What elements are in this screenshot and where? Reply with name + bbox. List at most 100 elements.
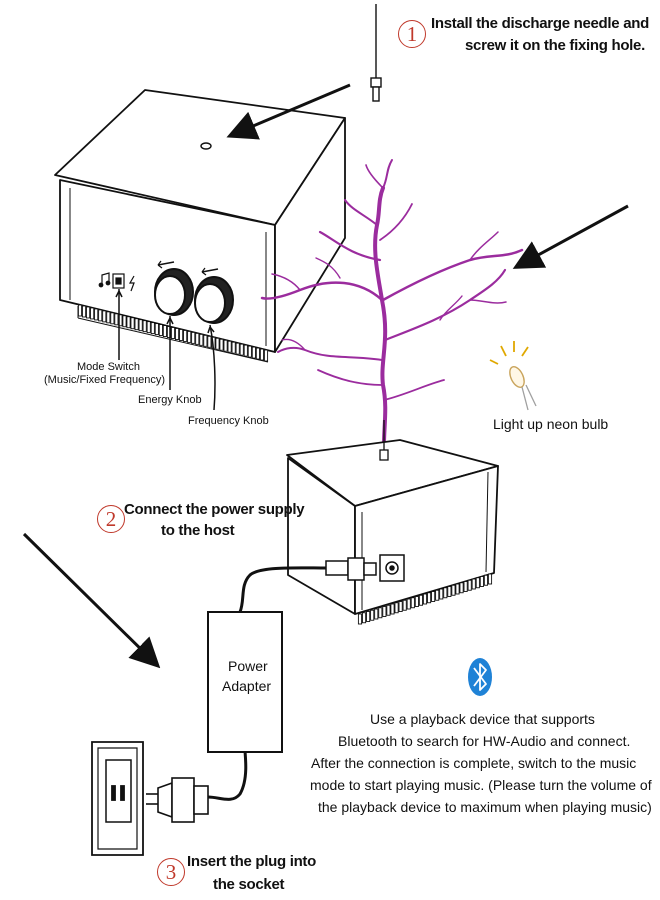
vent-tooth bbox=[231, 341, 236, 354]
vent-tooth bbox=[114, 313, 119, 326]
bluetooth-text-line-2: Bluetooth to search for HW-Audio and con… bbox=[338, 733, 631, 749]
vent-tooth bbox=[251, 346, 256, 359]
neon-bulb-label: Light up neon bulb bbox=[493, 416, 609, 432]
step-3-line-1: Insert the plug into bbox=[187, 853, 316, 870]
vent-tooth bbox=[247, 345, 252, 358]
vent-tooth bbox=[239, 343, 244, 356]
dc-plug bbox=[325, 557, 377, 581]
vent-tooth bbox=[483, 574, 488, 586]
vent-tooth bbox=[134, 318, 139, 331]
bluetooth-text-line-1: Use a playback device that supports bbox=[370, 711, 595, 727]
vent-tooth bbox=[487, 573, 493, 585]
vent-tooth bbox=[215, 337, 220, 350]
vent-tooth bbox=[94, 308, 99, 321]
vent-tooth bbox=[126, 316, 131, 329]
vent-tooth bbox=[459, 582, 464, 594]
vent-tooth bbox=[414, 596, 419, 607]
vent-tooth bbox=[382, 606, 387, 617]
step-1-number: 1 bbox=[398, 20, 426, 48]
vent-tooth bbox=[435, 589, 440, 601]
vent-tooth bbox=[191, 331, 196, 344]
vent-tooth bbox=[179, 329, 184, 341]
vent-tooth bbox=[447, 586, 452, 597]
bluetooth-text-line-5: the playback device to maximum when play… bbox=[318, 799, 652, 815]
vent-tooth bbox=[406, 598, 411, 610]
vent-tooth bbox=[142, 320, 147, 333]
vent-tooth bbox=[243, 344, 248, 357]
vent-tooth bbox=[110, 312, 115, 325]
leader-lines bbox=[115, 289, 216, 411]
vent-tooth bbox=[81, 305, 87, 318]
adapter-label-line-2: Adapter bbox=[222, 678, 272, 694]
vent-tooth bbox=[235, 342, 240, 355]
dc-jack bbox=[379, 554, 405, 582]
vent-tooth bbox=[219, 338, 224, 351]
vent-tooth bbox=[455, 583, 460, 595]
vent-tooth bbox=[146, 321, 151, 334]
vent-tooth bbox=[154, 323, 159, 336]
wall-socket bbox=[91, 741, 144, 856]
vent-tooth bbox=[223, 339, 228, 352]
arrows bbox=[22, 83, 629, 669]
vent-tooth bbox=[439, 588, 444, 600]
vent-tooth bbox=[102, 310, 107, 323]
energy-knob-label: Energy Knob bbox=[138, 394, 202, 406]
mode-switch-label-line-1: Mode Switch bbox=[77, 361, 140, 373]
vent-tooth bbox=[418, 594, 423, 606]
vent-tooth bbox=[174, 328, 180, 340]
vent-tooth bbox=[378, 607, 383, 619]
frequency-knob-label: Frequency Knob bbox=[188, 415, 269, 427]
vent-tooth bbox=[431, 591, 436, 602]
power-adapter bbox=[207, 611, 283, 753]
mode-switch-label-line-2: (Music/Fixed Frequency) bbox=[44, 374, 166, 386]
vent-tooth bbox=[443, 587, 448, 599]
vent-tooth bbox=[259, 348, 265, 361]
vent-tooth bbox=[463, 581, 468, 592]
device-top-vents bbox=[77, 304, 269, 362]
vent-tooth bbox=[390, 603, 395, 615]
vent-tooth bbox=[170, 327, 176, 339]
vent-tooth bbox=[183, 329, 188, 342]
vent-tooth bbox=[86, 306, 91, 319]
vent-tooth bbox=[158, 324, 163, 337]
step-2-number: 2 bbox=[97, 505, 125, 533]
step-1-line-1: Install the discharge needle and bbox=[431, 15, 649, 32]
energy-knob bbox=[154, 260, 194, 316]
vent-tooth bbox=[386, 604, 391, 616]
vent-tooth bbox=[98, 309, 103, 322]
bluetooth-text-line-4: mode to start playing music. (Please tur… bbox=[310, 777, 652, 793]
vent-tooth bbox=[207, 335, 212, 348]
frequency-knob bbox=[194, 267, 234, 324]
vent-tooth bbox=[106, 311, 111, 324]
vent-tooth bbox=[475, 577, 480, 589]
bluetooth-icon bbox=[468, 658, 492, 696]
step-1-line-2: screw it on the fixing hole. bbox=[465, 37, 645, 54]
vent-tooth bbox=[366, 611, 371, 622]
mode-switch bbox=[112, 273, 125, 289]
vent-tooth bbox=[90, 307, 95, 320]
vent-tooth bbox=[162, 325, 167, 337]
step-3-line-2: the socket bbox=[213, 876, 285, 893]
vent-tooth bbox=[203, 334, 208, 347]
vent-tooth bbox=[410, 597, 415, 609]
vent-tooth bbox=[195, 332, 200, 345]
vent-tooth bbox=[227, 340, 232, 353]
vent-tooth bbox=[187, 330, 192, 343]
vent-tooth bbox=[402, 599, 407, 611]
vent-tooth bbox=[479, 576, 484, 587]
cables bbox=[207, 566, 327, 801]
vent-tooth bbox=[130, 317, 135, 330]
plasma-arc bbox=[260, 159, 524, 457]
vent-tooth bbox=[362, 612, 367, 624]
vent-tooth bbox=[398, 601, 403, 612]
vent-tooth bbox=[263, 349, 269, 362]
vent-tooth bbox=[77, 304, 83, 317]
vent-tooth bbox=[422, 593, 428, 605]
device-bottom-vents bbox=[357, 573, 493, 625]
vent-tooth bbox=[451, 584, 456, 596]
vent-tooth bbox=[122, 315, 127, 328]
neon-bulb-icon bbox=[489, 341, 537, 411]
step-2-line-1: Connect the power supply bbox=[124, 501, 305, 518]
vent-tooth bbox=[394, 602, 399, 614]
